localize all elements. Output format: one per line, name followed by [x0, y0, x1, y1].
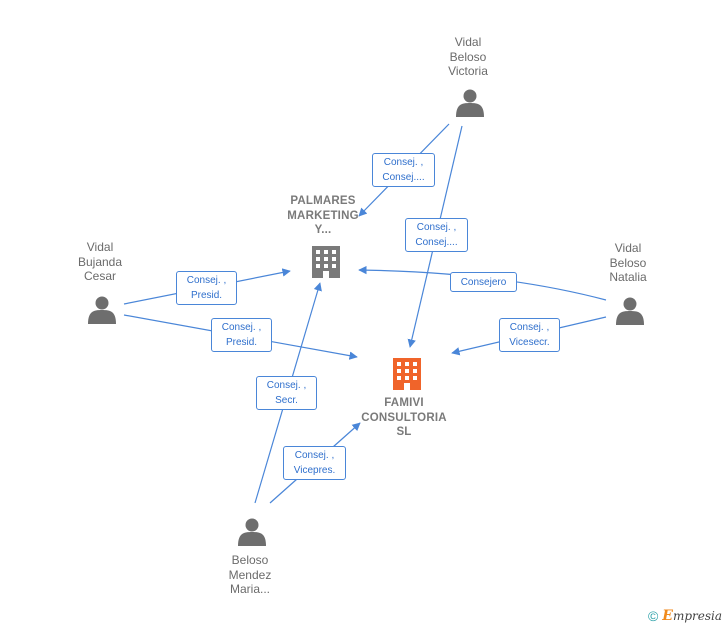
name-line: Y... [314, 224, 332, 236]
name-line: Vidal [614, 241, 642, 255]
person-natalia-icon[interactable] [616, 297, 644, 326]
name-line: Maria... [229, 582, 270, 596]
name-line: Cesar [83, 269, 116, 283]
name-line: Bujanda [77, 254, 123, 269]
relation-line: Consejero [460, 276, 507, 288]
name-line: Beloso [231, 553, 269, 567]
name-line: Vidal [86, 240, 114, 254]
relation-line: Consej.... [382, 172, 425, 183]
relation-label-natalia-palmares: Consejero [450, 272, 517, 292]
person-maria-icon[interactable] [238, 518, 266, 547]
relation-line: Consej.... [415, 237, 458, 248]
name-line: Beloso [609, 255, 647, 270]
name-line: PALMARES [290, 195, 356, 207]
person-maria-name[interactable]: Beloso Mendez Maria... [210, 553, 290, 597]
relation-line: Presid. [225, 337, 258, 348]
person-natalia-name[interactable]: Vidal Beloso Natalia [588, 241, 668, 285]
name-line: MARKETING [287, 209, 359, 222]
relation-line: Consej. , [383, 157, 424, 168]
relation-line: Presid. [190, 290, 223, 301]
relation-line: Secr. [275, 395, 298, 406]
relation-label-cesar-famivi: Consej. , Presid. [211, 318, 272, 352]
person-victoria-name[interactable]: Vidal Beloso Victoria [428, 35, 508, 79]
relation-label-natalia-famivi: Consej. , Vicesecr. [499, 318, 560, 352]
relation-label-cesar-palmares: Consej. , Presid. [176, 271, 237, 305]
relation-line: Consej. , [266, 380, 307, 391]
person-victoria-icon[interactable] [456, 89, 484, 118]
name-line: Natalia [609, 270, 647, 284]
brand-initial: E [662, 608, 673, 624]
company-famivi-icon[interactable] [393, 358, 421, 390]
company-palmares-icon[interactable] [312, 246, 340, 278]
relation-line: Consej. , [509, 322, 550, 333]
name-line: Mendez [228, 567, 272, 582]
name-line: CONSULTORIA [361, 411, 447, 424]
relation-label-maria-palmares: Consej. , Secr. [256, 376, 317, 410]
name-line: Vidal [454, 35, 482, 49]
relation-line: Consej. , [186, 275, 227, 286]
name-line: SL [396, 426, 412, 438]
brand-name: mpresia [672, 609, 722, 623]
person-cesar-icon[interactable] [88, 296, 116, 325]
relation-line: Vicepres. [293, 465, 336, 476]
name-line: Beloso [449, 49, 487, 64]
person-cesar-name[interactable]: Vidal Bujanda Cesar [60, 240, 140, 284]
relation-label-maria-famivi: Consej. , Vicepres. [283, 446, 346, 480]
relation-line: Consej. , [221, 322, 262, 333]
relation-label-victoria-palmares: Consej. , Consej.... [372, 153, 435, 187]
relation-line: Consej. , [416, 222, 457, 233]
brand-logo: Empresia [662, 608, 722, 624]
company-famivi-name[interactable]: FAMIVI CONSULTORIA SL [349, 396, 459, 440]
company-palmares-name[interactable]: PALMARES MARKETING Y... [273, 194, 373, 238]
relation-line: Vicesecr. [509, 337, 550, 348]
copyright-icon: © [647, 608, 659, 624]
relation-line: Consej. , [294, 450, 335, 461]
name-line: FAMIVI [384, 397, 424, 409]
name-line: Victoria [448, 64, 488, 78]
footer-brand[interactable]: © Empresia [648, 608, 722, 624]
relation-label-victoria-famivi: Consej. , Consej.... [405, 218, 468, 252]
